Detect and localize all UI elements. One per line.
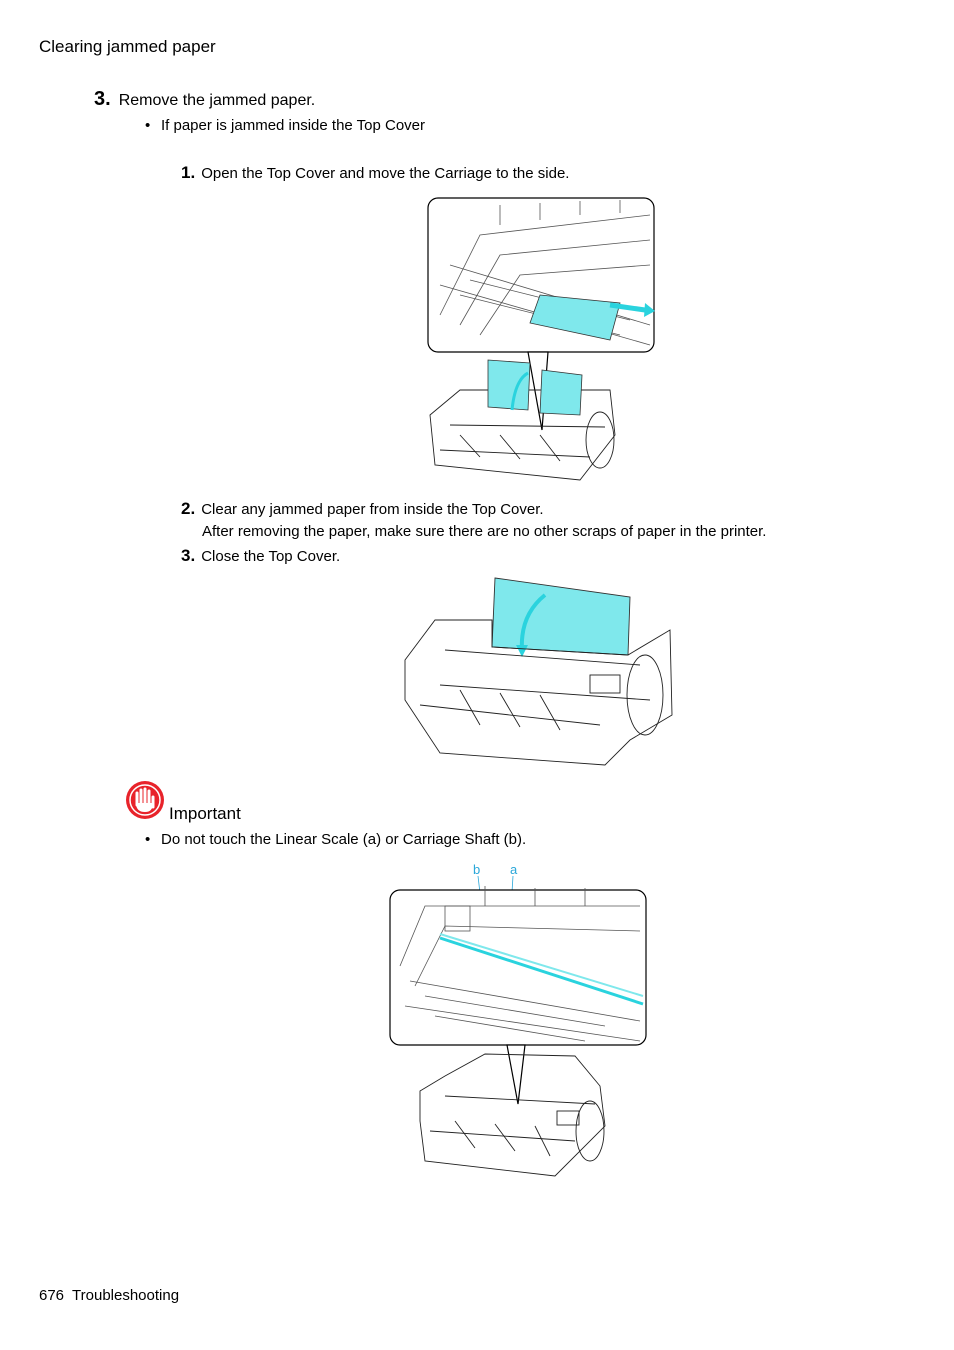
step-3: 3. Remove the jammed paper. <box>94 88 315 111</box>
substep-number: 3. <box>181 546 196 565</box>
step-text: Remove the jammed paper. <box>118 92 316 109</box>
bullet-dot: • <box>145 117 151 134</box>
step-number: 3. <box>94 88 111 110</box>
important-label: Important <box>169 804 241 823</box>
illustration-open-top-cover <box>427 197 655 481</box>
bullet-important: • Do not touch the Linear Scale (a) or Ca… <box>145 831 526 848</box>
page-footer: 676 Troubleshooting <box>39 1287 179 1304</box>
callout-b: b <box>473 862 481 877</box>
substep-text: Open the Top Cover and move the Carriage… <box>201 165 570 182</box>
substep-number: 2. <box>181 499 196 518</box>
substep-1: 1. Open the Top Cover and move the Carria… <box>181 163 569 183</box>
illustration-close-top-cover <box>404 577 673 766</box>
bullet-text: Do not touch the Linear Scale (a) or Car… <box>161 831 527 848</box>
callout-a: a <box>510 862 518 877</box>
bullet-top-cover: • If paper is jammed inside the Top Cover <box>145 117 425 134</box>
substep-2-detail: After removing the paper, make sure ther… <box>202 523 767 540</box>
substep-3: 3. Close the Top Cover. <box>181 546 340 566</box>
substep-text: Clear any jammed paper from inside the T… <box>201 501 544 518</box>
bullet-text: If paper is jammed inside the Top Cover <box>161 117 426 134</box>
page-number: 676 <box>39 1287 65 1304</box>
page-header: Clearing jammed paper <box>39 37 216 56</box>
bullet-dot: • <box>145 831 151 848</box>
footer-section: Troubleshooting <box>72 1287 180 1304</box>
important-hand-icon <box>126 781 164 819</box>
substep-2: 2. Clear any jammed paper from inside the… <box>181 499 544 519</box>
illustration-linear-scale <box>389 876 647 1177</box>
substep-text: Close the Top Cover. <box>201 548 341 565</box>
substep-number: 1. <box>181 163 196 182</box>
